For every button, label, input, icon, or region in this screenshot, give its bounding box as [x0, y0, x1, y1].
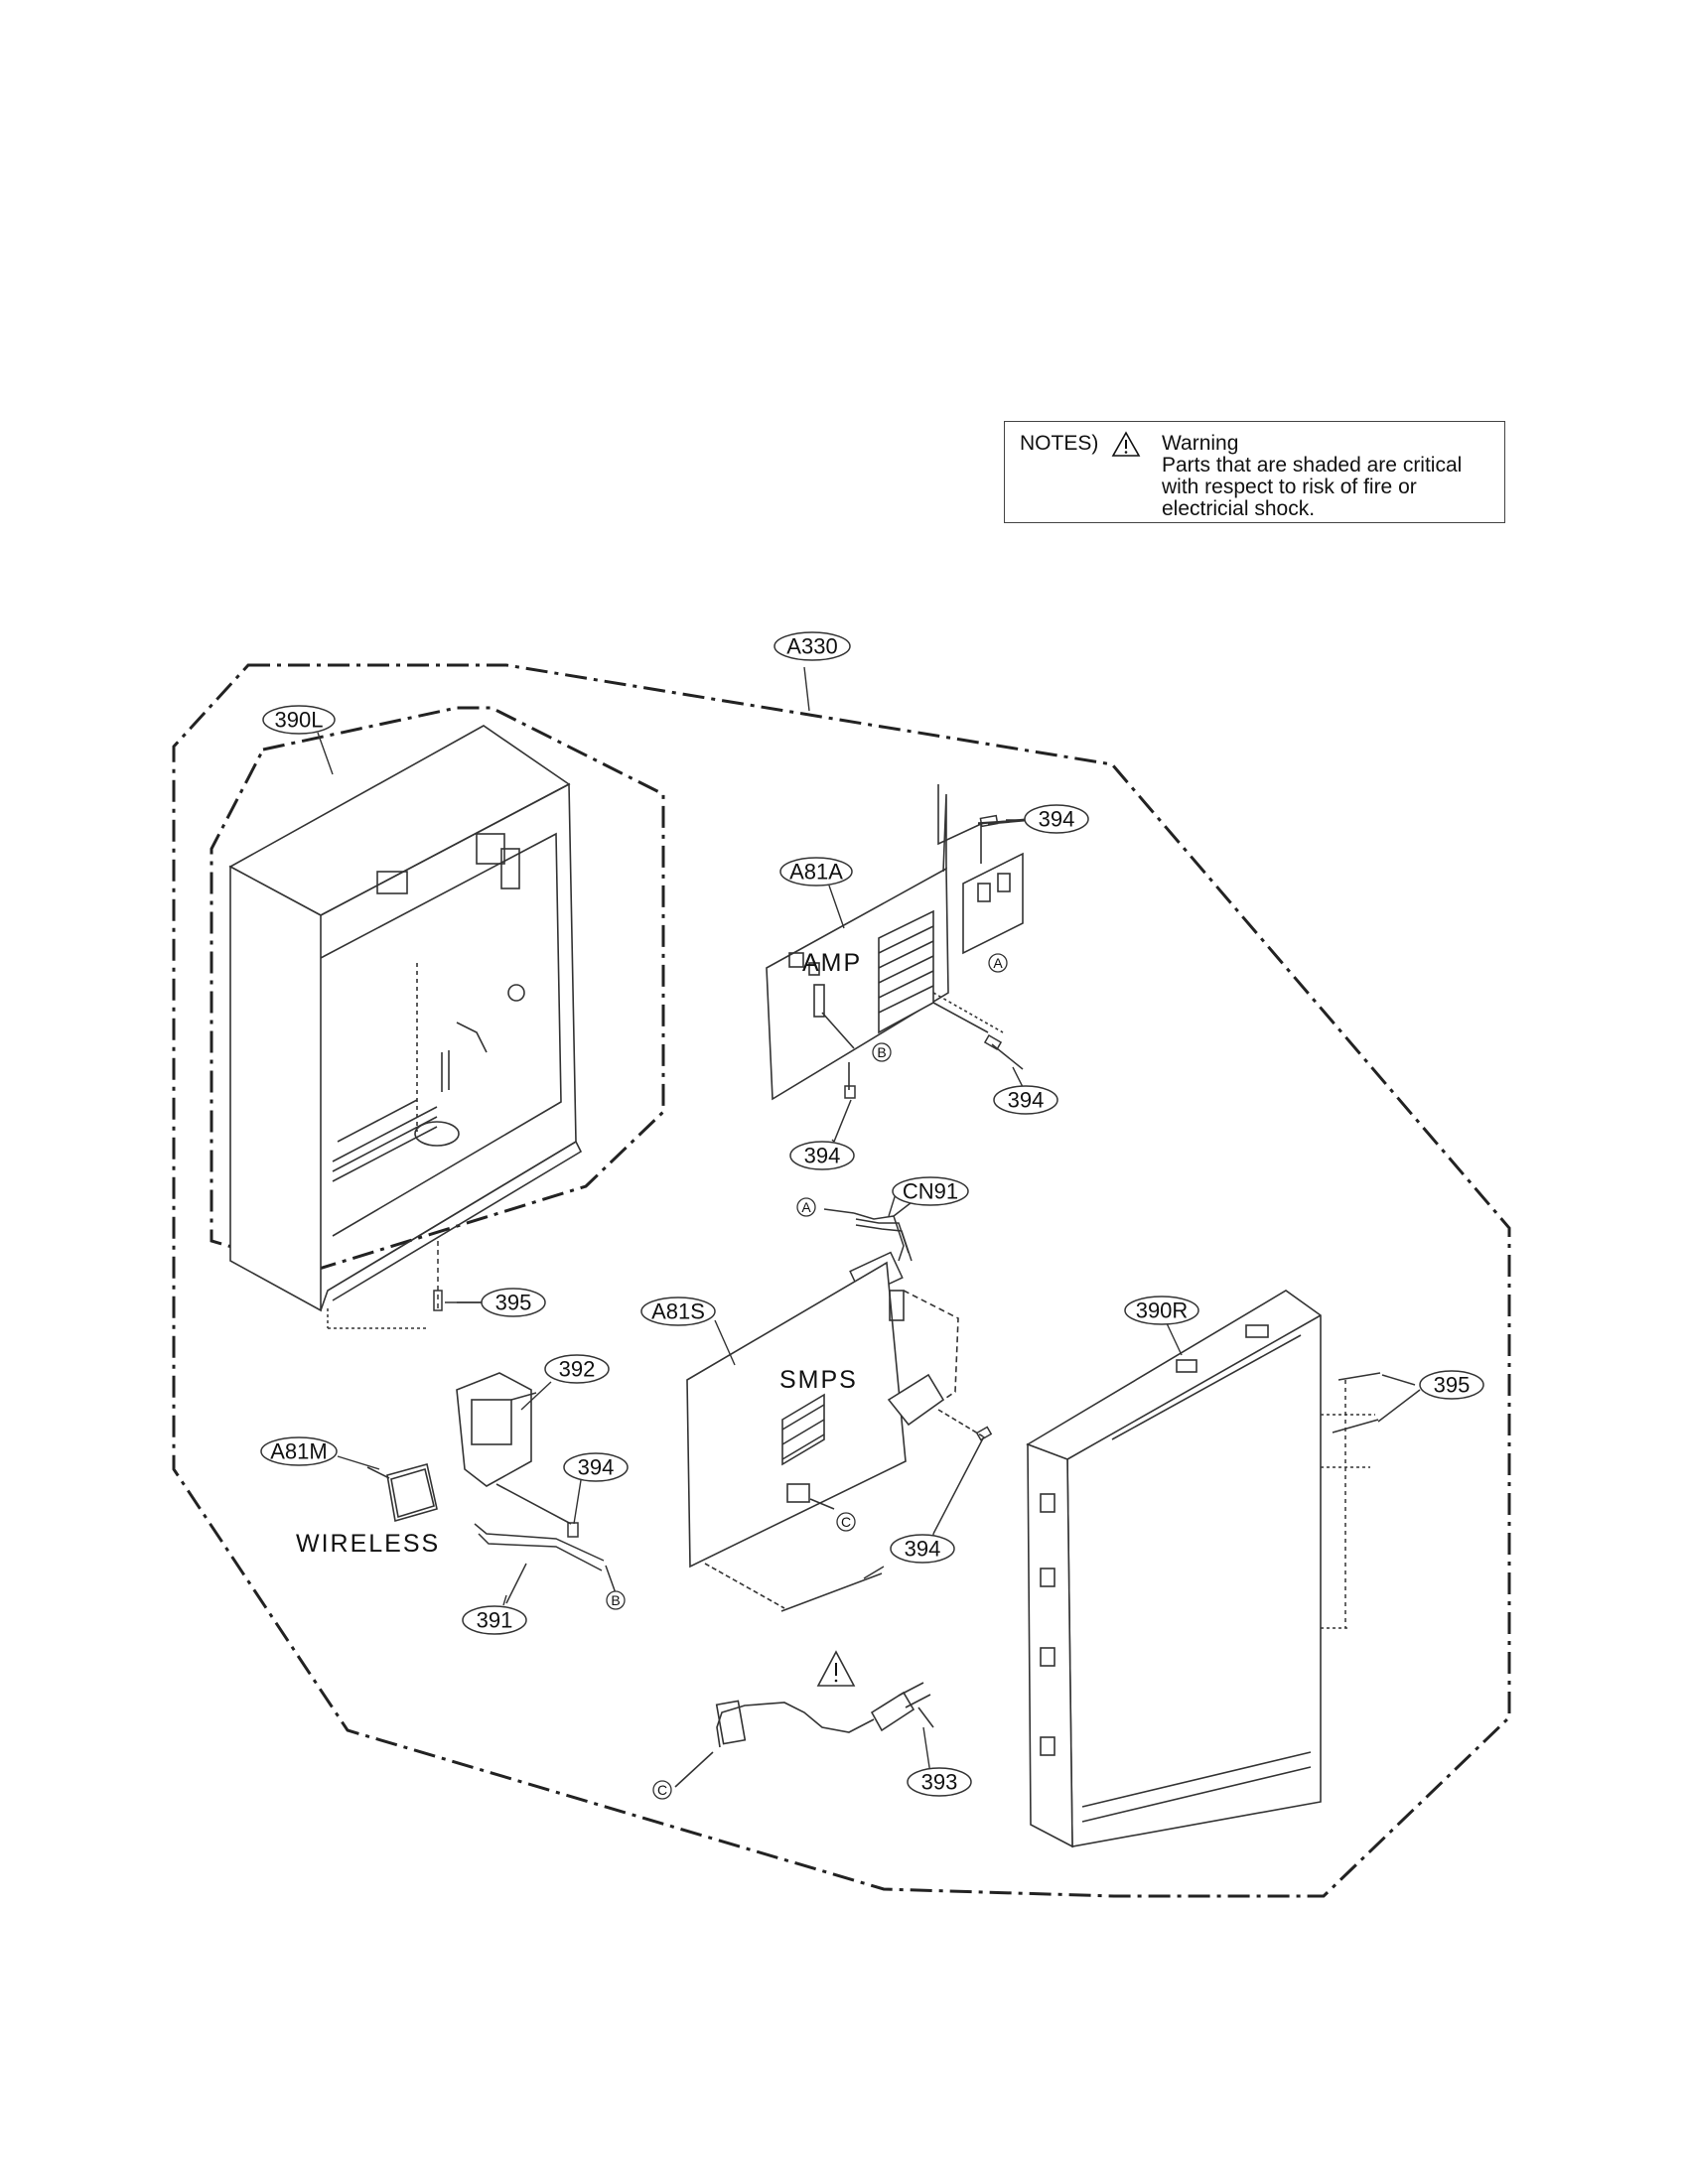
callout-393-text: 393: [921, 1770, 958, 1795]
notes-title: Warning: [1162, 432, 1239, 455]
callout-cn91: CN91: [892, 1176, 969, 1206]
connector-mark-b1-text: B: [877, 1044, 886, 1060]
cabinet-390l: [228, 725, 583, 1312]
warning-triangle-icon: [816, 1650, 856, 1687]
connector-mark-a2-text: A: [801, 1199, 811, 1215]
amp-label: AMP: [802, 949, 862, 977]
connector-mark-a2: A: [796, 1197, 816, 1217]
assembly-boundary-a330: [172, 663, 1511, 1898]
callout-a81m: A81M: [260, 1436, 338, 1466]
notes-line: electricial shock.: [1162, 497, 1316, 520]
callout-394-top-text: 394: [1039, 807, 1075, 832]
callout-394-smps: 394: [890, 1534, 955, 1564]
screws-394-smps: [788, 1426, 993, 1609]
screw-394-lower: [567, 1522, 579, 1538]
callout-a81a: A81A: [779, 857, 853, 887]
callout-a81s-text: A81S: [651, 1299, 705, 1324]
callout-a81a-text: A81A: [789, 860, 843, 885]
callout-394-right-text: 394: [1008, 1088, 1045, 1113]
connector-mark-a1: A: [988, 953, 1008, 973]
notes-line: with respect to risk of fire or: [1162, 476, 1417, 498]
callout-a81s: A81S: [640, 1297, 716, 1326]
connector-mark-b1: B: [872, 1042, 892, 1062]
assembly-boundary-390l: [210, 706, 665, 1273]
callout-cn91-text: CN91: [903, 1179, 958, 1204]
callout-390r-text: 390R: [1136, 1298, 1189, 1323]
notes-text: Parts that are shaded are critical with …: [1162, 455, 1499, 520]
smps-label: SMPS: [779, 1366, 858, 1394]
screw-395-left: [327, 1241, 487, 1329]
callout-392-text: 392: [559, 1357, 596, 1382]
housing-390r: [1026, 1290, 1375, 1848]
callout-390l-text: 390L: [275, 708, 324, 733]
screws-395-right: [1332, 1372, 1421, 1628]
callout-395-left: 395: [481, 1288, 546, 1317]
connector-mark-c1: C: [836, 1512, 856, 1532]
ribbon-cable-391: [474, 1523, 617, 1604]
notes-line: Parts that are shaded are critical: [1162, 454, 1463, 477]
callout-392: 392: [544, 1354, 610, 1384]
bracket-392: [456, 1372, 572, 1525]
callout-393: 393: [907, 1767, 972, 1797]
callout-394-lower-text: 394: [578, 1455, 615, 1480]
callout-394-mid-text: 394: [804, 1144, 841, 1168]
callout-390l: 390L: [262, 705, 336, 735]
callout-a81m-text: A81M: [270, 1439, 327, 1464]
smps-board-a81s: [686, 1261, 984, 1612]
callout-a330: A330: [774, 631, 851, 661]
wireless-module-a81m: [366, 1463, 438, 1523]
power-cord-393: [674, 1682, 934, 1788]
callout-395-right-text: 395: [1434, 1373, 1471, 1398]
callout-394-mid: 394: [789, 1141, 855, 1170]
callout-395-right: 395: [1419, 1370, 1484, 1400]
wireless-label: WIRELESS: [296, 1530, 440, 1558]
connector-mark-c2-text: C: [657, 1782, 667, 1798]
callout-394-right: 394: [993, 1085, 1058, 1115]
callout-394-smps-text: 394: [905, 1537, 941, 1562]
connector-mark-b2-text: B: [611, 1592, 620, 1608]
callout-a330-text: A330: [786, 634, 837, 659]
callout-391-text: 391: [477, 1608, 513, 1633]
connector-mark-c2: C: [652, 1780, 672, 1800]
notes-label: NOTES): [1020, 432, 1099, 455]
warning-triangle-icon: [1111, 431, 1141, 457]
connector-mark-a1-text: A: [993, 955, 1003, 971]
notes-box: NOTES) Warning Parts that are shaded are…: [1004, 421, 1505, 523]
connector-mark-b2: B: [606, 1590, 626, 1610]
connector-mark-c1-text: C: [841, 1514, 851, 1530]
callout-394-lower: 394: [563, 1452, 629, 1482]
callout-395-left-text: 395: [495, 1291, 532, 1315]
callout-391: 391: [462, 1605, 527, 1635]
amp-board-a81a: [766, 784, 1034, 1101]
callout-390r: 390R: [1124, 1296, 1199, 1325]
callout-394-top: 394: [1024, 804, 1089, 834]
